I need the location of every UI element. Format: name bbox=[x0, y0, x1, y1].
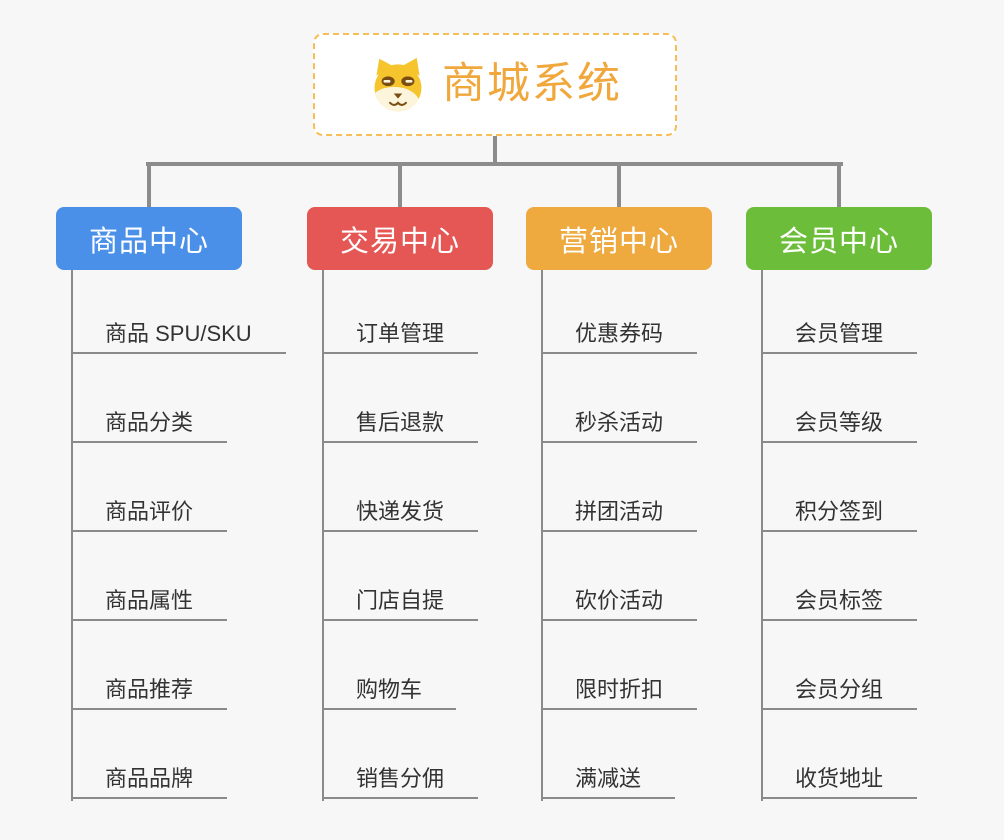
leaf-item: 限时折扣 bbox=[541, 621, 698, 710]
leaf-topic[interactable]: 快递发货 bbox=[322, 499, 479, 532]
leaf-topic[interactable]: 售后退款 bbox=[322, 410, 479, 443]
branch-header-trade[interactable]: 交易中心 bbox=[307, 207, 493, 270]
leaf-topic[interactable]: 秒杀活动 bbox=[541, 410, 698, 443]
leaf-item: 满减送 bbox=[541, 710, 697, 799]
leaf-topic[interactable]: 优惠券码 bbox=[541, 321, 698, 354]
leaf-item: 门店自提 bbox=[322, 532, 479, 621]
branch-trunk-line bbox=[541, 270, 543, 801]
branch-trunk-line bbox=[71, 270, 73, 801]
leaf-topic[interactable]: 商品 SPU/SKU bbox=[71, 321, 286, 354]
branch-leaf-list: 商品 SPU/SKU 商品分类商品评价商品属性商品推荐商品品牌 bbox=[71, 265, 286, 799]
leaf-topic[interactable]: 商品分类 bbox=[71, 410, 228, 443]
connector-branch-stub bbox=[837, 162, 841, 207]
leaf-topic[interactable]: 满减送 bbox=[541, 766, 676, 799]
leaf-topic[interactable]: 购物车 bbox=[322, 677, 457, 710]
branch-leaf-list: 订单管理售后退款快递发货门店自提购物车销售分佣 bbox=[322, 265, 479, 799]
branch-header-product[interactable]: 商品中心 bbox=[56, 207, 242, 270]
leaf-topic[interactable]: 订单管理 bbox=[322, 321, 479, 354]
leaf-topic[interactable]: 收货地址 bbox=[761, 766, 918, 799]
leaf-item: 商品品牌 bbox=[71, 710, 286, 799]
leaf-item: 商品推荐 bbox=[71, 621, 286, 710]
leaf-topic[interactable]: 会员分组 bbox=[761, 677, 918, 710]
leaf-item: 售后退款 bbox=[322, 354, 479, 443]
leaf-item: 拼团活动 bbox=[541, 443, 698, 532]
leaf-item: 商品评价 bbox=[71, 443, 286, 532]
connector-branch-stub bbox=[617, 162, 621, 207]
leaf-item: 会员标签 bbox=[761, 532, 918, 621]
leaf-topic[interactable]: 会员等级 bbox=[761, 410, 918, 443]
leaf-topic[interactable]: 会员标签 bbox=[761, 588, 918, 621]
leaf-topic[interactable]: 商品品牌 bbox=[71, 766, 228, 799]
leaf-topic[interactable]: 商品评价 bbox=[71, 499, 228, 532]
leaf-item: 购物车 bbox=[322, 621, 478, 710]
branch-leaf-list: 优惠券码秒杀活动拼团活动砍价活动限时折扣满减送 bbox=[541, 265, 698, 799]
leaf-item: 会员管理 bbox=[761, 265, 918, 354]
connector-rail bbox=[146, 162, 843, 166]
leaf-item: 商品分类 bbox=[71, 354, 286, 443]
root-title: 商城系统 bbox=[442, 60, 622, 108]
leaf-item: 优惠券码 bbox=[541, 265, 698, 354]
leaf-topic[interactable]: 会员管理 bbox=[761, 321, 918, 354]
connector-branch-stub bbox=[147, 162, 151, 207]
branch-leaf-list: 会员管理会员等级积分签到会员标签会员分组收货地址 bbox=[761, 265, 918, 799]
leaf-item: 商品 SPU/SKU bbox=[71, 265, 286, 354]
leaf-item: 秒杀活动 bbox=[541, 354, 698, 443]
connector-root-stem bbox=[493, 136, 497, 164]
branch-header-marketing[interactable]: 营销中心 bbox=[526, 207, 712, 270]
connector-branch-stub bbox=[398, 162, 402, 207]
leaf-topic[interactable]: 商品属性 bbox=[71, 588, 228, 621]
leaf-item: 快递发货 bbox=[322, 443, 479, 532]
leaf-topic[interactable]: 门店自提 bbox=[322, 588, 479, 621]
leaf-topic[interactable]: 销售分佣 bbox=[322, 766, 479, 799]
leaf-topic[interactable]: 积分签到 bbox=[761, 499, 918, 532]
branch-trunk-line bbox=[322, 270, 324, 801]
leaf-item: 订单管理 bbox=[322, 265, 479, 354]
root-node[interactable]: 商城系统 bbox=[313, 33, 677, 136]
dog-face-icon bbox=[368, 55, 428, 115]
branch-trunk-line bbox=[761, 270, 763, 801]
leaf-topic[interactable]: 商品推荐 bbox=[71, 677, 228, 710]
leaf-item: 销售分佣 bbox=[322, 710, 479, 799]
branch-header-member[interactable]: 会员中心 bbox=[746, 207, 932, 270]
leaf-item: 积分签到 bbox=[761, 443, 918, 532]
leaf-topic[interactable]: 限时折扣 bbox=[541, 677, 698, 710]
leaf-item: 会员等级 bbox=[761, 354, 918, 443]
leaf-topic[interactable]: 拼团活动 bbox=[541, 499, 698, 532]
leaf-item: 收货地址 bbox=[761, 710, 918, 799]
leaf-item: 会员分组 bbox=[761, 621, 918, 710]
leaf-item: 砍价活动 bbox=[541, 532, 698, 621]
leaf-item: 商品属性 bbox=[71, 532, 286, 621]
leaf-topic[interactable]: 砍价活动 bbox=[541, 588, 698, 621]
